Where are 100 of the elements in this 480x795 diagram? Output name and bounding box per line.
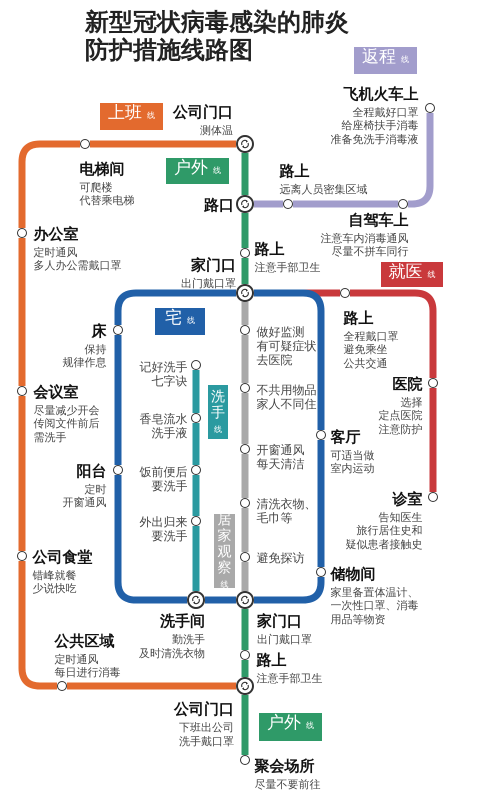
station-name: 飞机火车上 (342, 84, 418, 102)
station-name: 路口 (204, 196, 234, 214)
station-note: 告知医生旅行居住史和疑似患者接触史 (346, 510, 422, 551)
route-badge (100, 103, 163, 130)
station-note: 做好监测有可疑症状去医院 (256, 324, 316, 366)
station-note: 注意车内消毒通风尽量不拼车同行 (320, 232, 408, 258)
station-note: 全程戴好口罩给座椅扶手消毒准备免洗手消毒液 (330, 106, 418, 146)
station-name: 会议室 (34, 382, 80, 400)
station-note: 保持规律作息 (62, 342, 106, 370)
route-badge (166, 158, 229, 184)
station-note: 不共用物品家人不同住 (256, 382, 316, 410)
route-suffix: 线 (306, 720, 314, 731)
station-note: 远离人员密集区域 (280, 182, 368, 196)
route-line (67, 682, 236, 690)
route-line (114, 290, 236, 325)
station-note: 测体温 (199, 124, 233, 138)
station-note: 定时通风多人办公需戴口罩 (34, 246, 122, 272)
station-note: 开窗通风每天清洁 (256, 442, 304, 470)
station-note: 避免探访 (256, 550, 304, 564)
station-note: 家里备置体温计、一次性口罩、消毒用品等物资 (330, 586, 418, 626)
route-line (318, 440, 324, 567)
route-suffix: 线 (220, 579, 228, 590)
station-note: 定时通风每日进行消毒 (54, 652, 120, 680)
route-line (242, 609, 248, 650)
route-line (254, 577, 324, 604)
station-name: 医院 (392, 374, 422, 392)
route-line (242, 258, 248, 284)
route-suffix: 线 (187, 315, 195, 326)
station-note: 外出归来要洗手 (140, 514, 188, 542)
station-name: 公共区域 (54, 632, 116, 650)
station-name: 自驾车上 (348, 210, 408, 228)
route-line (254, 290, 324, 430)
station-note: 尽量减少开会传阅文件前后需洗手 (34, 404, 100, 444)
route-line (18, 396, 26, 551)
station-note: 出门戴口罩 (181, 277, 236, 290)
station-name: 床 (90, 322, 106, 340)
route-badge (208, 385, 228, 439)
station-note: 饭前便后要洗手 (140, 464, 188, 492)
route-line (242, 153, 248, 195)
station-note: 出门戴口罩 (257, 633, 312, 646)
route-line (242, 562, 248, 591)
route-line (192, 370, 200, 413)
station-note: 记好洗手七字诀 (140, 360, 188, 388)
station-name: 洗手间 (159, 612, 205, 630)
route-line (90, 140, 236, 148)
route-badge (155, 308, 205, 335)
route-name: 洗手 (211, 389, 225, 421)
route-badge (259, 713, 322, 741)
station-note: 下班出公司洗手戴口罩 (178, 721, 234, 748)
station-name: 客厅 (330, 428, 362, 446)
station-name: 聚会场所 (254, 756, 316, 774)
station-note: 香皂流水洗手液 (140, 412, 188, 440)
route-badge (214, 514, 235, 588)
station-name: 路上 (256, 650, 288, 668)
station-note: 可爬楼代替乘电梯 (80, 180, 134, 208)
station-name: 阳台 (76, 462, 106, 480)
station-name: 公司门口 (173, 103, 233, 121)
route-line (350, 290, 436, 378)
station-note: 注意手部卫生 (256, 672, 322, 685)
station-name: 办公室 (34, 224, 80, 242)
route-line (254, 200, 283, 208)
route-badge (381, 262, 443, 287)
station-name: 路上 (254, 240, 286, 258)
route-line (430, 388, 436, 492)
station-name: 家门口 (257, 612, 303, 630)
route-suffix: 线 (213, 165, 221, 176)
station-note: 尽量不要前往 (254, 778, 320, 791)
route-line (192, 475, 200, 516)
route-line (114, 475, 187, 604)
station-name: 家门口 (190, 256, 236, 274)
route-line (242, 393, 248, 444)
station-name: 路上 (344, 308, 374, 326)
route-line (293, 200, 398, 208)
route-name: 上班 (108, 103, 142, 123)
station-note: 注意手部卫生 (254, 260, 320, 274)
route-badge (354, 47, 417, 74)
station-name: 公司食堂 (32, 548, 92, 566)
route-line (242, 660, 248, 677)
route-line (408, 113, 434, 208)
route-line (18, 561, 57, 690)
station-note: 全程戴口罩避免乘坐公共交通 (344, 330, 398, 370)
station-note: 勤洗手及时清洗衣物 (139, 633, 205, 660)
title: 新型冠状病毒感染的肺炎防护措施线路图 (85, 8, 350, 64)
route-line (242, 302, 248, 325)
station-name: 诊室 (391, 490, 422, 508)
route-name: 宅 (165, 308, 182, 328)
station-name: 公司门口 (174, 700, 234, 718)
route-line (242, 454, 248, 498)
route-line (192, 423, 200, 465)
route-suffix: 线 (147, 110, 155, 121)
route-suffix: 线 (401, 54, 409, 65)
station-note: 错峰就餐少说快吃 (32, 568, 78, 596)
station-note: 清洗衣物、毛巾等 (256, 496, 316, 524)
station-note: 选择定点医院注意防护 (378, 396, 422, 436)
route-line (242, 695, 248, 755)
route-suffix: 线 (428, 269, 436, 280)
station-name: 电梯间 (80, 160, 126, 178)
route-line (205, 596, 236, 604)
route-name: 户外 (174, 158, 208, 178)
station-name: 路上 (280, 162, 310, 180)
